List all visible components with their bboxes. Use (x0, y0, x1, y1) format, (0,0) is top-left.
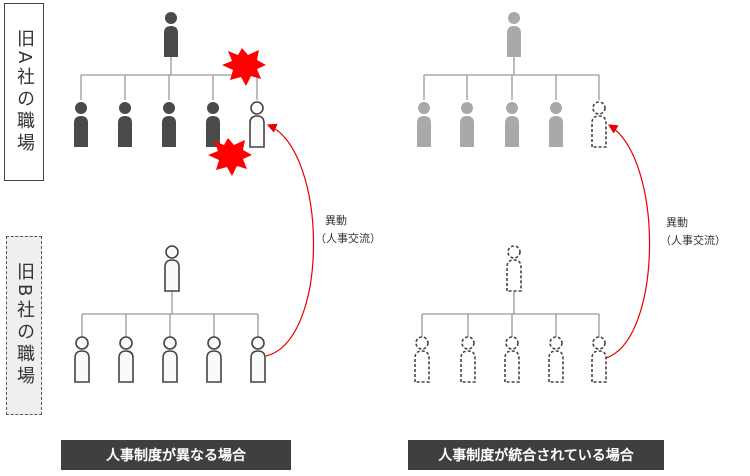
transfer-arrow-right (605, 124, 651, 359)
person-icon (118, 102, 132, 147)
caption-integrated-systems: 人事制度が統合されている場合 (408, 440, 664, 470)
person-icon (417, 102, 431, 147)
person-icon (591, 101, 607, 148)
org-lines-b-left (81, 288, 259, 338)
person-icon (74, 102, 88, 147)
person-icon (504, 336, 520, 383)
old-company-b-label-text: 旧B社の職場 (14, 262, 35, 389)
caption-different-systems: 人事制度が異なる場合 (61, 440, 291, 470)
person-icon (206, 102, 220, 147)
person-icon (549, 102, 563, 147)
person-icon (164, 245, 180, 292)
conflict-burst-icon (222, 48, 266, 86)
old-company-a-workplace-label: 旧A社の職場 (4, 3, 44, 181)
person-icon (414, 336, 430, 383)
person-icon (249, 101, 265, 148)
org-lines-a-left (80, 52, 258, 100)
person-icon (206, 336, 222, 383)
person-icon (591, 336, 607, 383)
transfer-note-right-line1: 異動 (666, 215, 688, 229)
person-icon (250, 336, 266, 383)
person-icon (460, 102, 474, 147)
person-icon (505, 102, 519, 147)
person-icon (507, 12, 521, 57)
person-icon (506, 245, 522, 292)
person-icon (548, 336, 564, 383)
transfer-note-right-line2: （人事交流） (660, 233, 726, 247)
person-icon (164, 12, 178, 57)
old-company-a-label-text: 旧A社の職場 (14, 28, 35, 156)
org-lines-b-right (421, 288, 600, 338)
person-icon (162, 336, 178, 383)
person-icon (118, 336, 134, 383)
old-company-b-workplace-label: 旧B社の職場 (6, 236, 42, 415)
person-icon (460, 336, 476, 383)
conflict-burst-icon (208, 138, 252, 176)
transfer-arrow-left (265, 123, 315, 357)
transfer-note-left-line1: 異動 (325, 213, 347, 227)
org-lines-a-right (423, 52, 600, 100)
person-icon (74, 336, 90, 383)
person-icon (162, 102, 176, 147)
transfer-note-left-line2: （人事交流） (315, 231, 381, 245)
